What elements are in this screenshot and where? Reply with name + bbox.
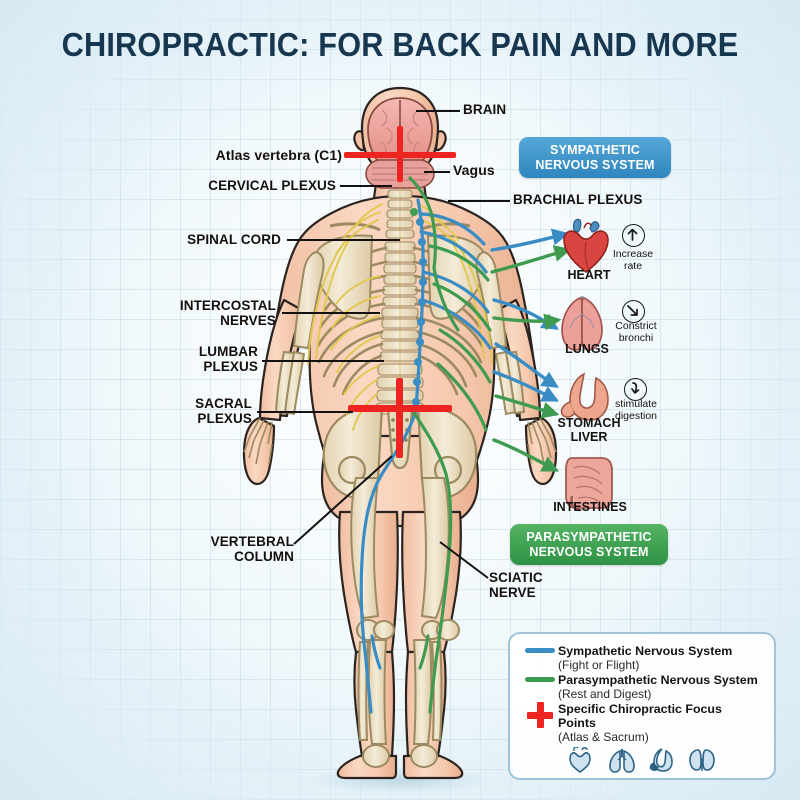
leader-vagus bbox=[424, 171, 450, 173]
lungs-icon bbox=[609, 749, 635, 773]
peripheral-nerves-graphic bbox=[307, 203, 493, 431]
stomach-icon bbox=[649, 748, 673, 772]
leader-lumbar-plexus bbox=[262, 360, 384, 362]
organ-action-heart: Increase rate bbox=[612, 248, 654, 272]
legend-item-focus-points[interactable]: Specific Chiropractic Focus Points (Atla… bbox=[522, 702, 762, 744]
leader-atlas-vertebra-c1 bbox=[348, 155, 392, 157]
legend-organ-icon-row bbox=[522, 747, 762, 773]
parasympathetic-arrows bbox=[490, 245, 572, 472]
sympathetic-arrows bbox=[490, 228, 570, 402]
heart-graphic bbox=[563, 218, 609, 274]
label-sacral-plexus: SACRAL PLEXUS bbox=[195, 396, 252, 426]
organ-action-lungs: Constrict bronchi bbox=[615, 320, 657, 344]
legend-item-parasympathetic[interactable]: Parasympathetic Nervous System (Rest and… bbox=[522, 673, 762, 701]
legend-swatch-parasympathetic bbox=[522, 673, 558, 682]
label-lumbar-plexus: LUMBAR PLEXUS bbox=[198, 344, 258, 374]
organ-action-stomach-liver: stimulate digestion bbox=[614, 398, 658, 422]
label-brain: BRAIN bbox=[463, 102, 507, 117]
label-atlas-vertebra-c1: Atlas vertebra (C1) bbox=[215, 147, 342, 163]
legend-subtitle-parasympathetic: (Rest and Digest) bbox=[558, 687, 652, 701]
leader-brachial-plexus bbox=[448, 200, 510, 202]
organ-label-intestines: INTESTINES bbox=[553, 500, 627, 514]
leg-bones-graphic bbox=[350, 477, 460, 768]
leader-intercostal-nerves bbox=[282, 312, 380, 314]
label-spinal-cord: SPINAL CORD bbox=[187, 232, 281, 247]
legend-panel: Sympathetic Nervous System (Fight or Fli… bbox=[508, 632, 776, 780]
label-cervical-plexus: CERVICAL PLEXUS bbox=[208, 178, 336, 193]
leader-vertebral-column bbox=[293, 455, 393, 545]
sympathetic-chain-graphic bbox=[359, 198, 492, 714]
leader-cervical-plexus bbox=[340, 185, 392, 187]
legend-title-focus-points: Specific Chiropractic Focus Points bbox=[558, 702, 722, 730]
legend-title-sympathetic: Sympathetic Nervous System bbox=[558, 644, 733, 658]
arrow-up-icon bbox=[622, 224, 645, 247]
chiropractic-focus-crosses bbox=[344, 126, 456, 458]
label-sciatic-nerve: SCIATIC NERVE bbox=[489, 570, 543, 600]
red-cross-icon bbox=[527, 702, 553, 728]
parasympathetic-graphic bbox=[408, 176, 492, 714]
badge-parasympathetic-nervous-system[interactable]: PARASYMPATHETIC NERVOUS SYSTEM bbox=[510, 524, 668, 565]
leader-brain bbox=[416, 110, 460, 112]
lungs-graphic bbox=[561, 296, 603, 351]
leader-sciatic-nerve bbox=[439, 541, 489, 579]
legend-swatch-focus-points bbox=[522, 702, 558, 728]
legend-item-sympathetic[interactable]: Sympathetic Nervous System (Fight or Fli… bbox=[522, 644, 762, 672]
heart-icon bbox=[569, 747, 591, 773]
label-intercostal-nerves: INTERCOSTAL NERVES bbox=[179, 298, 276, 328]
organ-label-heart: HEART bbox=[567, 268, 611, 282]
intestines-graphic bbox=[565, 457, 613, 512]
badge-sympathetic-nervous-system[interactable]: SYMPATHETIC NERVOUS SYSTEM bbox=[519, 137, 671, 178]
legend-subtitle-focus-points: (Atlas & Sacrum) bbox=[558, 730, 649, 744]
organ-label-lungs: LUNGS bbox=[565, 342, 609, 356]
stomach-graphic bbox=[560, 372, 609, 421]
legend-subtitle-sympathetic: (Fight or Flight) bbox=[558, 658, 640, 672]
kidneys-icon bbox=[689, 749, 715, 771]
arrow-curved-down-icon bbox=[624, 378, 647, 401]
label-vertebral-column: VERTEBRAL COLUMN bbox=[210, 534, 294, 564]
arrow-down-right-icon bbox=[622, 300, 645, 323]
leader-sacral-plexus bbox=[257, 411, 353, 413]
page-title: CHIROPRACTIC: FOR BACK PAIN AND MORE bbox=[61, 26, 739, 63]
legend-swatch-sympathetic bbox=[522, 644, 558, 653]
label-vagus: Vagus bbox=[453, 162, 495, 178]
legend-title-parasympathetic: Parasympathetic Nervous System bbox=[558, 673, 758, 687]
label-brachial-plexus: BRACHIAL PLEXUS bbox=[513, 192, 643, 207]
leader-spinal-cord bbox=[287, 239, 400, 241]
organ-label-stomach-liver: STOMACH LIVER bbox=[557, 416, 621, 444]
